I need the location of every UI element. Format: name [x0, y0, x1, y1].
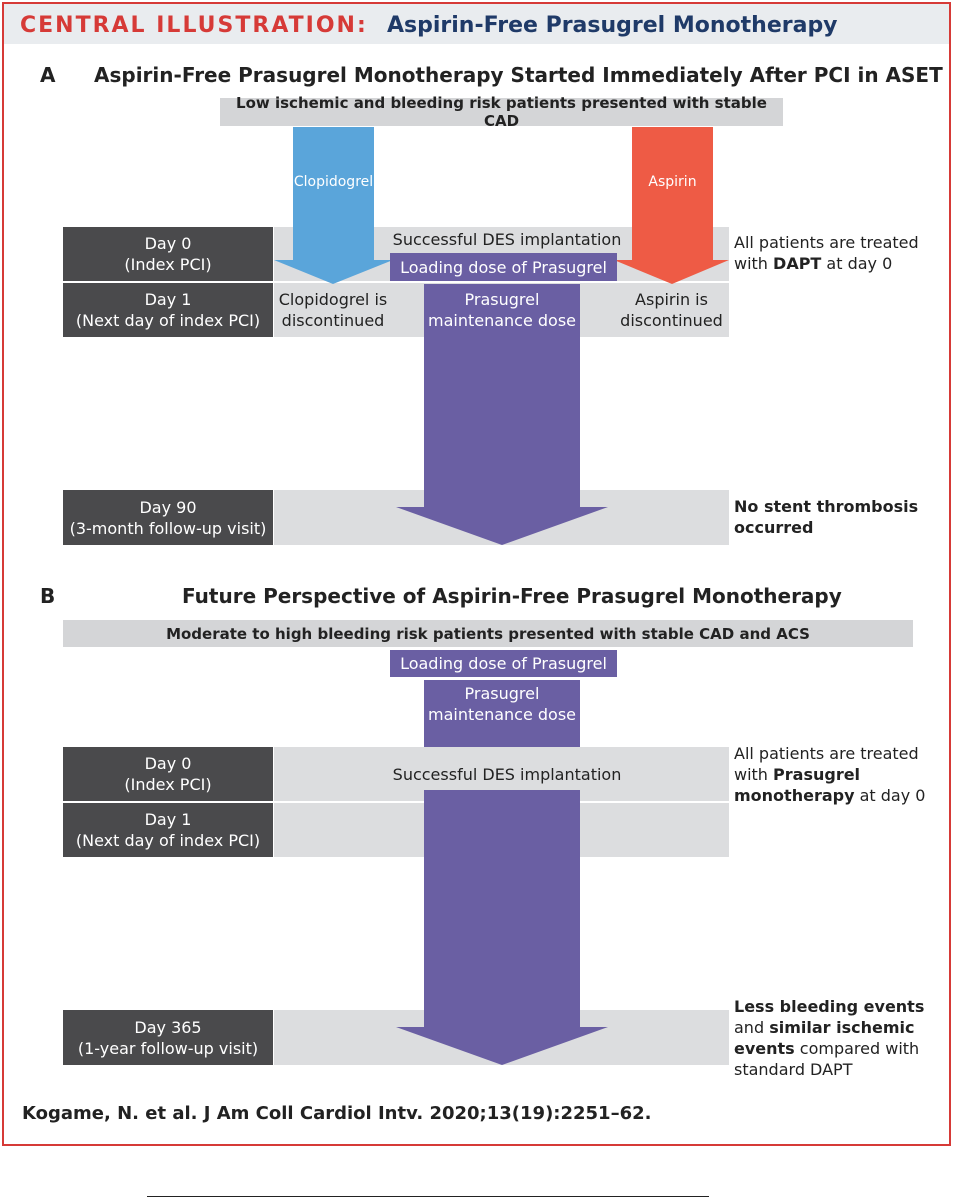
section-b-letter: B — [40, 584, 56, 608]
clopidogrel-arrow — [274, 127, 393, 284]
a-day1-label: Day 1 — [144, 290, 192, 309]
a-maintenance-line1: Prasugrel — [464, 290, 540, 309]
b-note-day0-line2: with Prasugrel — [734, 764, 939, 785]
b-note-day365-line3: events compared with — [734, 1038, 944, 1059]
a-note-day0-dapt: DAPT — [773, 254, 822, 273]
b-maintenance-line2: maintenance dose — [427, 705, 577, 724]
b-note-day0-monotherapy: monotherapy — [734, 786, 855, 805]
b-note-day0-line3: monotherapy at day 0 — [734, 785, 939, 806]
a-loading-dose: Loading dose of Prasugrel — [390, 253, 617, 281]
b-note-day0-prasugrel: Prasugrel — [773, 765, 861, 784]
a-note-day90-line2: occurred — [734, 518, 814, 537]
a-day1-box: Day 1 (Next day of index PCI) — [63, 283, 273, 337]
b-note-day365-similar: similar ischemic — [769, 1018, 915, 1037]
b-note-day365-line1: Less bleeding events — [734, 996, 944, 1017]
a-note-day90: No stent thrombosis occurred — [734, 496, 939, 538]
b-day1-box: Day 1 (Next day of index PCI) — [63, 803, 273, 857]
b-note-day0-line1: All patients are treated — [734, 744, 919, 763]
a-day0-sub: (Index PCI) — [124, 255, 212, 274]
b-day0-box: Day 0 (Index PCI) — [63, 747, 273, 801]
b-note-day365-and: and — [734, 1018, 770, 1037]
header-bar: CENTRAL ILLUSTRATION: Aspirin-Free Prasu… — [4, 4, 949, 44]
section-a-title: Aspirin-Free Prasugrel Monotherapy Start… — [94, 63, 943, 87]
b-note-day0-post: at day 0 — [854, 786, 926, 805]
b-day1-label: Day 1 — [144, 810, 192, 829]
a-day1-sub: (Next day of index PCI) — [75, 311, 261, 330]
section-a-letter: A — [40, 63, 56, 87]
aspirin-arrow-label: Aspirin — [648, 174, 697, 190]
a-note-day90-line1: No stent thrombosis — [734, 497, 919, 516]
illustration-frame — [2, 2, 951, 1146]
prasugrel-arrow-b-main — [396, 790, 608, 1065]
a-day0-box: Day 0 (Index PCI) — [63, 227, 273, 281]
b-day1-sub: (Next day of index PCI) — [75, 831, 261, 850]
section-b-population-bar: Moderate to high bleeding risk patients … — [63, 620, 913, 647]
header-title: Aspirin-Free Prasugrel Monotherapy — [387, 13, 838, 38]
b-note-day365-line2: and similar ischemic — [734, 1017, 944, 1038]
a-day90-label: Day 90 — [139, 497, 197, 517]
b-maintenance-block — [424, 680, 580, 760]
b-maintenance-text: Prasugrel maintenance dose — [424, 683, 580, 725]
a-note-day0-line1: All patients are treated — [734, 233, 919, 252]
b-note-day365: Less bleeding events and similar ischemi… — [734, 996, 944, 1080]
citation: Kogame, N. et al. J Am Coll Cardiol Intv… — [22, 1103, 652, 1124]
b-day0-label: Day 0 — [144, 754, 192, 773]
b-maintenance-line1: Prasugrel — [464, 684, 540, 703]
a-note-day0-line2: with DAPT at day 0 — [734, 253, 939, 274]
b-day365-label: Day 365 — [134, 1017, 202, 1037]
a-maintenance-line2: maintenance dose — [427, 311, 577, 330]
section-a-population-bar: Low ischemic and bleeding risk patients … — [220, 94, 783, 130]
a-clopidogrel-stop: Clopidogrel is discontinued — [274, 289, 392, 331]
a-aspirin-stop-line2: discontinued — [620, 311, 723, 330]
a-clopidogrel-stop-line1: Clopidogrel is — [278, 290, 388, 309]
aspirin-arrow — [614, 127, 729, 284]
a-day90-box: Day 90 (3-month follow-up visit) — [63, 490, 273, 545]
b-day365-box: Day 365 (1-year follow-up visit) — [63, 1010, 273, 1065]
b-note-day365-events: events — [734, 1039, 795, 1058]
clopidogrel-arrow-label: Clopidogrel — [293, 174, 374, 190]
b-day0-sub: (Index PCI) — [124, 775, 212, 794]
prasugrel-arrow-a — [396, 284, 608, 545]
b-day365-sub: (1-year follow-up visit) — [77, 1038, 259, 1058]
a-aspirin-stop-line1: Aspirin is — [635, 290, 708, 309]
b-note-day365-less: Less bleeding events — [734, 997, 925, 1016]
a-note-day0-with: with — [734, 254, 774, 273]
section-b-title: Future Perspective of Aspirin-Free Prasu… — [182, 584, 842, 608]
bottom-divider — [147, 1196, 709, 1197]
b-note-day0-with: with — [734, 765, 774, 784]
a-maintenance-text: Prasugrel maintenance dose — [424, 289, 580, 331]
b-note-day365-compared: compared with — [794, 1039, 920, 1058]
b-des-text: Successful DES implantation — [392, 765, 622, 784]
a-note-day0-post: at day 0 — [821, 254, 893, 273]
a-aspirin-stop: Aspirin is discontinued — [614, 289, 729, 331]
header-label: CENTRAL ILLUSTRATION: — [20, 13, 368, 38]
a-day0-label: Day 0 — [144, 234, 192, 253]
b-loading-dose: Loading dose of Prasugrel — [390, 650, 617, 677]
b-note-day365-line4: standard DAPT — [734, 1060, 853, 1079]
a-des-text: Successful DES implantation — [392, 230, 622, 249]
a-note-day0: All patients are treated with DAPT at da… — [734, 232, 939, 274]
b-note-day0: All patients are treated with Prasugrel … — [734, 743, 939, 806]
a-day90-sub: (3-month follow-up visit) — [69, 518, 267, 538]
a-clopidogrel-stop-line2: discontinued — [281, 311, 385, 330]
